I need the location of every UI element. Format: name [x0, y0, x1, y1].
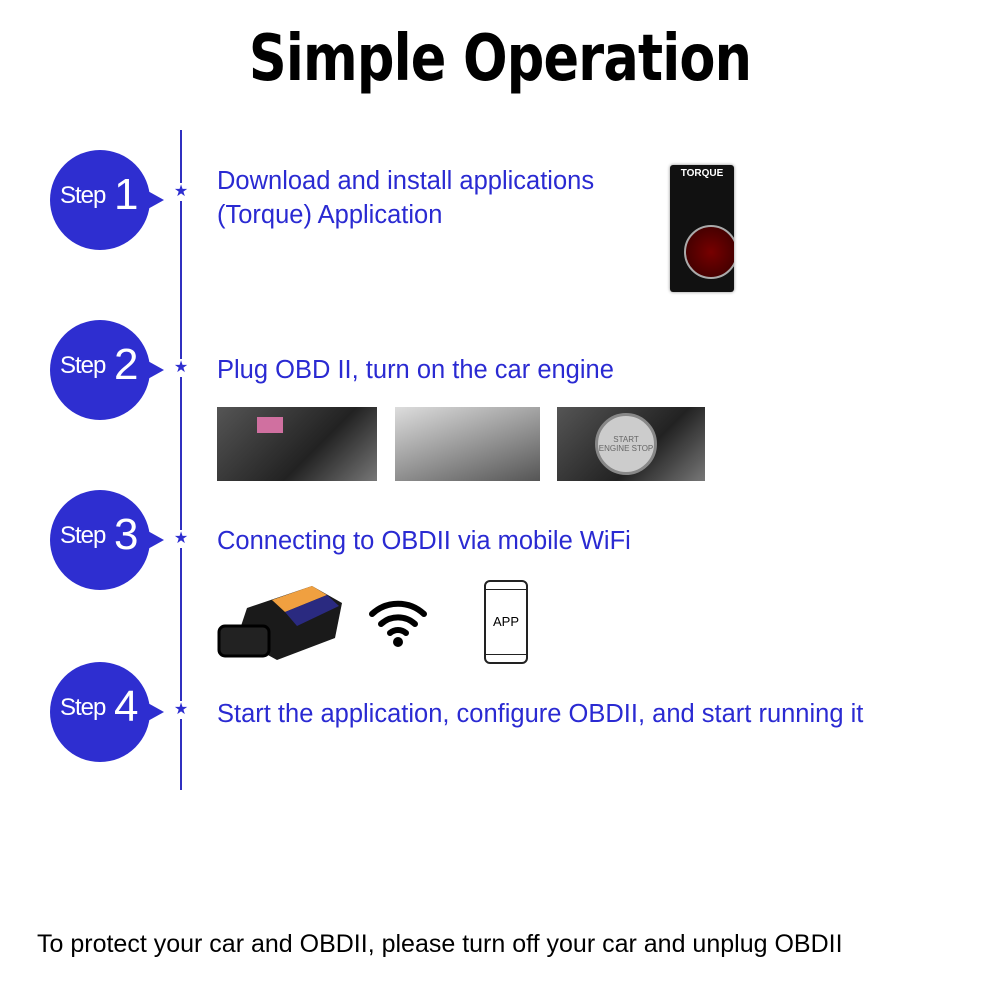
step-1-line-2: (Torque) Application	[217, 201, 443, 229]
star-icon: ★	[172, 530, 190, 548]
start-button-text: START ENGINE STOP	[595, 413, 657, 475]
timeline-line	[180, 130, 182, 790]
step-label: Step	[60, 182, 106, 209]
step-number: 4	[114, 682, 139, 731]
step-2-badge: Step 2	[50, 320, 164, 420]
step-1-text: Download and install applications (Torque…	[217, 164, 594, 232]
page-title: Simple Operation	[248, 22, 752, 96]
torque-app-image: TORQUE	[670, 165, 734, 292]
step-number: 3	[114, 510, 139, 559]
step-2-text: Plug OBD II, turn on the car engine	[217, 356, 614, 384]
star-icon: ★	[172, 359, 190, 377]
obd-port-photo	[217, 407, 377, 481]
step-1-line-1: Download and install applications	[217, 167, 595, 195]
step-number: 1	[114, 170, 139, 219]
step-label: Step	[60, 694, 106, 721]
obd-adapter-image	[217, 586, 342, 660]
star-icon: ★	[172, 183, 190, 201]
step-3-text: Connecting to OBDII via mobile WiFi	[217, 527, 631, 555]
step-number: 2	[114, 340, 139, 389]
star-icon: ★	[172, 701, 190, 719]
step-4-badge: Step 4	[50, 662, 164, 762]
start-button-photo: START ENGINE STOP	[557, 407, 705, 481]
phone-icon: APP	[484, 580, 528, 664]
step-3-badge: Step 3	[50, 490, 164, 590]
step-label: Step	[60, 352, 106, 379]
phone-app-label: APP	[492, 614, 519, 629]
pedal-photo	[395, 407, 540, 481]
step-1-badge: Step 1	[50, 150, 164, 250]
footer-note: To protect your car and OBDII, please tu…	[37, 930, 843, 958]
wifi-icon	[369, 600, 427, 647]
step-label: Step	[60, 522, 106, 549]
step-4-text: Start the application, configure OBDII, …	[217, 700, 864, 728]
torque-app-name: TORQUE	[680, 168, 724, 179]
